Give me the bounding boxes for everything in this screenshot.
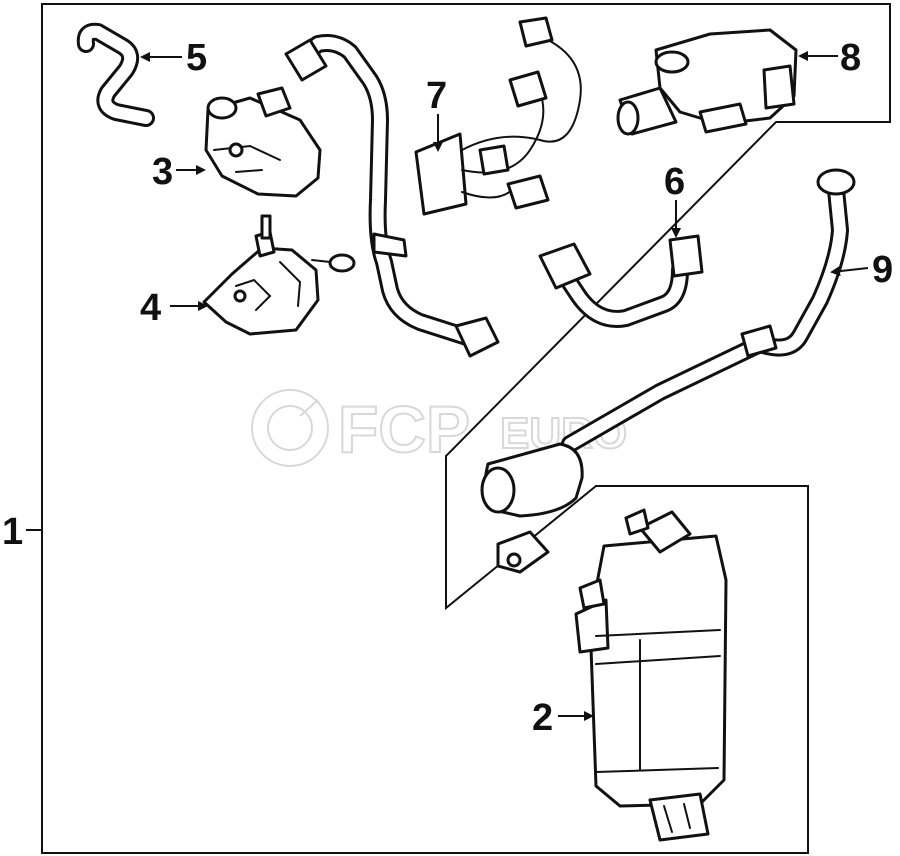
- outer-frame: [41, 3, 891, 854]
- callout-3: 3: [152, 151, 173, 193]
- watermark-brand-main: FCP: [338, 392, 470, 466]
- part-4-bracket: [202, 214, 356, 336]
- callout-9: 9: [872, 249, 893, 291]
- callout-8: 8: [840, 37, 861, 79]
- arrow-icon: [830, 266, 869, 277]
- part-7-harness: [414, 16, 582, 216]
- callout-1: 1: [2, 511, 23, 553]
- part-2-canister: [574, 508, 728, 842]
- callout-6: 6: [664, 161, 685, 203]
- callout-7: 7: [426, 75, 447, 117]
- callout-2: 2: [532, 697, 553, 739]
- part-9-line: [561, 168, 856, 453]
- vertical-hose: [284, 34, 500, 358]
- part-8-valve: [616, 28, 798, 136]
- part-6-hose: [538, 234, 704, 328]
- inline-filter: [480, 442, 584, 574]
- callout-5: 5: [186, 37, 207, 79]
- callout-4: 4: [140, 287, 161, 329]
- part-5-hose: [76, 22, 155, 127]
- fcp-euro-logo-icon: [251, 389, 329, 467]
- part-3-pump: [204, 86, 322, 198]
